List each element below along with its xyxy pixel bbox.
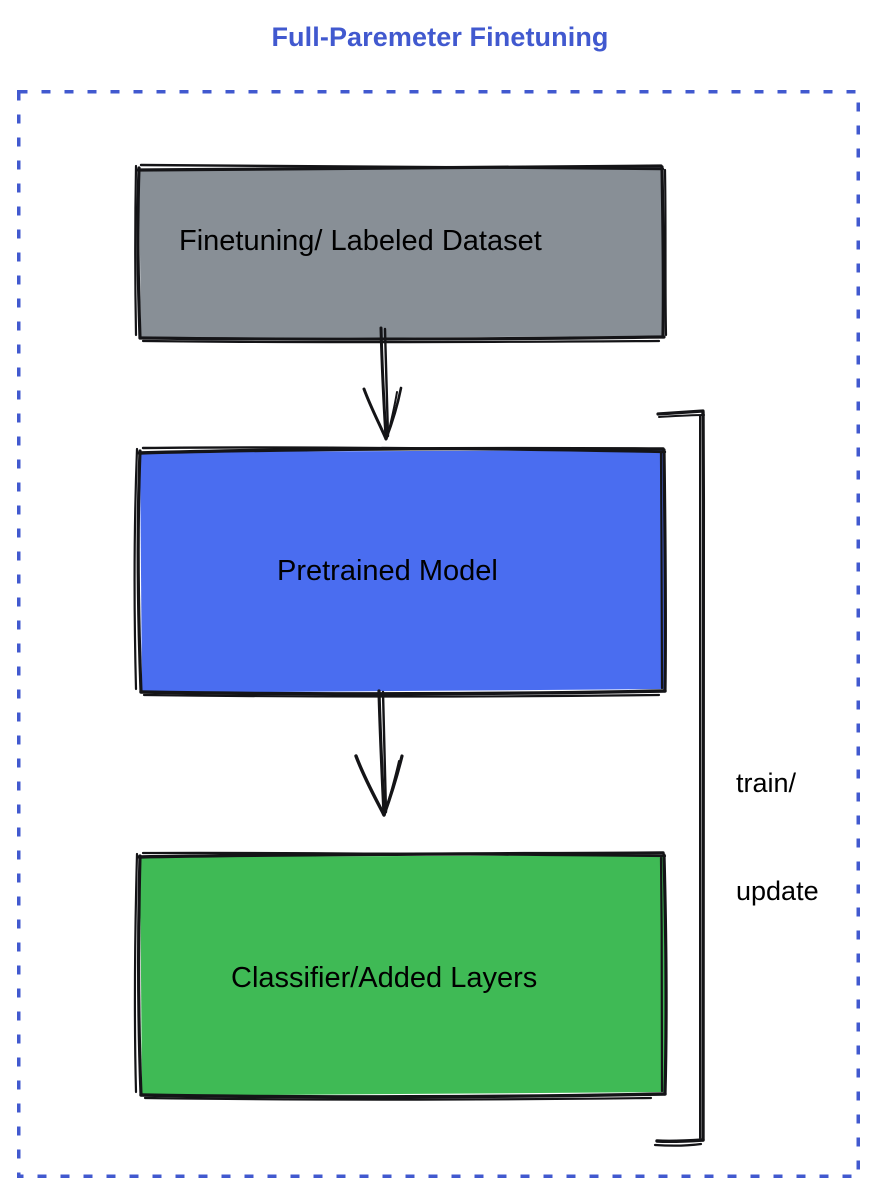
node-stroke-right-2	[663, 168, 668, 337]
bracket-bottom-segment	[655, 1138, 705, 1144]
arrowhead-left	[354, 754, 386, 817]
page-title: Full-Paremeter Finetuning	[271, 22, 609, 52]
node-stroke-right	[660, 165, 666, 339]
edge-label-line-2: update	[736, 875, 819, 906]
arrow-pretrained-model-to-classifier	[336, 688, 456, 858]
node-stroke-bottom-2	[141, 339, 661, 344]
node-stroke-top-2	[139, 163, 665, 171]
node-stroke-right-2	[659, 856, 664, 1093]
edge-label-train-update: train/ update	[736, 694, 819, 981]
node-pretrained-model[interactable]: Pretrained Model	[131, 443, 671, 698]
bracket-top-segment-2	[658, 414, 705, 418]
node-label-dataset: Finetuning/ Labeled Dataset	[179, 225, 542, 257]
arrowhead-right-2	[384, 760, 400, 815]
node-stroke-left-2	[134, 164, 138, 337]
arrow-shaft-2	[381, 690, 388, 814]
node-fill	[140, 855, 665, 1096]
bracket-vertical-segment-2	[699, 415, 702, 1139]
node-classifier-added-layers[interactable]: Classifier/Added Layers	[131, 848, 671, 1101]
node-fill	[139, 167, 664, 339]
arrow-shaft	[377, 689, 386, 816]
node-stroke-left	[136, 449, 143, 694]
node-label-classifier: Classifier/Added Layers	[231, 962, 538, 994]
dashed-boundary-rect	[17, 90, 860, 1178]
node-stroke-left	[136, 166, 142, 340]
node-stroke-bottom-2	[142, 693, 661, 698]
node-stroke-bottom	[139, 1092, 667, 1099]
dashed-boundary-frame	[17, 90, 860, 1178]
node-stroke-left	[137, 854, 143, 1097]
arrow-shaft-2	[383, 327, 390, 438]
node-stroke-left-2	[133, 447, 139, 691]
node-stroke-bottom	[139, 689, 667, 696]
arrowhead-right-2	[386, 391, 398, 439]
node-stroke-bottom-2	[143, 1096, 653, 1101]
node-stroke-right	[662, 448, 668, 693]
bracket-top-segment	[656, 409, 705, 416]
node-stroke-right-2	[659, 451, 664, 690]
bracket-vertical-segment	[701, 410, 706, 1142]
node-stroke-left-2	[133, 852, 139, 1094]
node-label-pretrained: Pretrained Model	[277, 555, 498, 587]
arrowhead-left	[362, 387, 388, 441]
node-stroke-bottom	[138, 335, 666, 341]
arrow-dataset-to-pretrained-model	[340, 326, 450, 450]
node-stroke-top-2	[141, 851, 667, 858]
bracket-bottom-segment-2	[653, 1142, 703, 1147]
arrow-shaft	[379, 326, 388, 440]
edge-label-line-1: train/	[736, 767, 797, 798]
node-stroke-right	[662, 853, 668, 1096]
node-finetuning-labeled-dataset[interactable]: Finetuning/ Labeled Dataset	[131, 161, 671, 344]
node-stroke-top-2	[141, 446, 667, 454]
bracket-train-update	[648, 403, 728, 1153]
node-fill	[140, 450, 665, 693]
